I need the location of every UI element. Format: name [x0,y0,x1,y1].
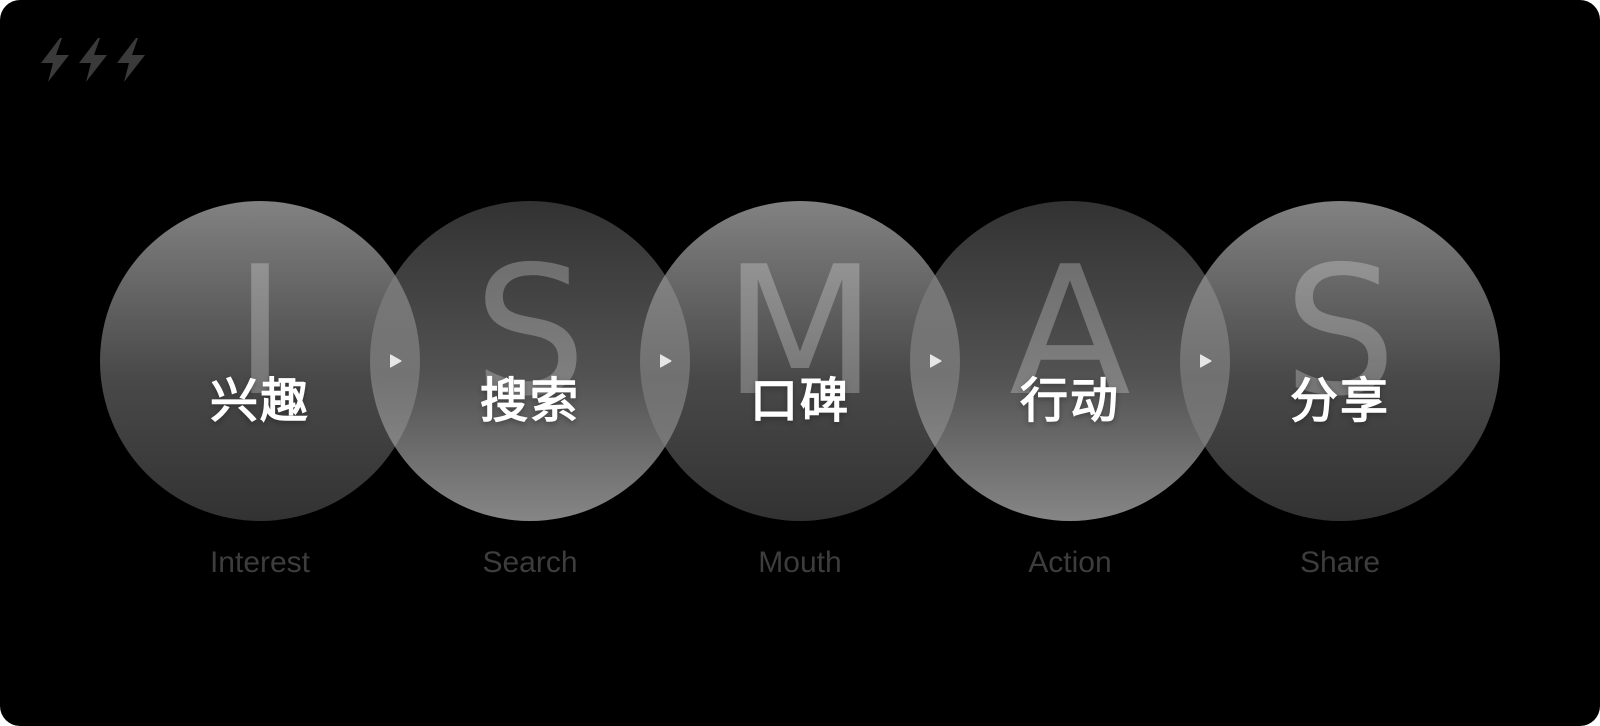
stage-circle-search: S 搜索 [370,201,690,521]
stage-label-english: Share [1299,546,1381,579]
stage-title-chinese: 搜索 [479,373,580,429]
stage-title-chinese: 行动 [1019,373,1120,429]
lightning-bolt-icon [79,38,107,82]
lightning-bolt-icon [41,38,69,82]
stage-label-english: Interest [209,546,311,579]
stage-circle-interest: I 兴趣 [100,201,420,521]
play-arrow-icon [387,353,403,369]
stage-letter: S [1283,228,1397,435]
play-arrow-icon [657,353,673,369]
stage-circle-mouth: M 口碑 [640,201,960,521]
play-arrow-icon [927,353,943,369]
stage-circle-share: S 分享 [1180,201,1500,521]
bolt-icon-group [38,38,148,82]
stage-letter: I [233,228,287,435]
stage-title-chinese: 兴趣 [209,373,310,429]
stage-title-chinese: 分享 [1289,373,1390,429]
stage-letter: M [723,228,877,435]
stage-letter: A [1009,228,1131,435]
stage-label-english: Search [482,546,578,579]
stage-letter: S [473,228,587,435]
stage-circle-action: A 行动 [910,201,1230,521]
play-arrow-icon [1197,353,1213,369]
stage-label-english: Action [1028,546,1112,579]
stage-label-english: Mouth [758,546,842,579]
stage-title-chinese: 口碑 [749,373,850,429]
lightning-bolt-icon [117,38,145,82]
